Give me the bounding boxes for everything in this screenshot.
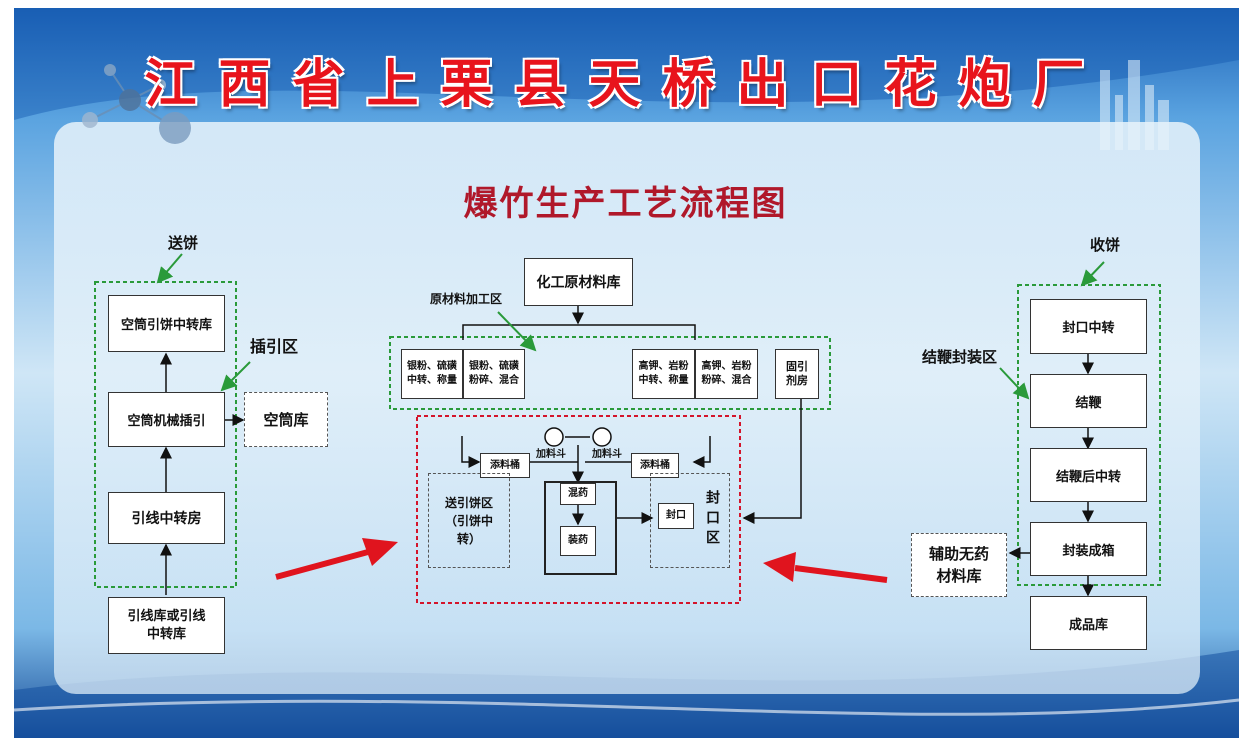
box-yinfen-zhuanzhuan: 银粉、硫磺中转、称量 [401,349,463,399]
box-huagong-yuancailiao-ku: 化工原材料库 [524,258,633,306]
box-guyinji-fang: 固引剂房 [775,349,819,399]
label-shou-bing: 收饼 [1090,236,1121,254]
zone-fengkou-qu [650,473,730,568]
box-yinxian-ku: 引线库或引线中转库 [108,597,225,654]
box-fengzhuang-chengxiang: 封装成箱 [1030,522,1147,576]
label-cha-yin-qu: 插引区 [250,337,299,356]
diagram-title: 爆竹生产工艺流程图 [463,184,788,224]
box-chengpin-ku: 成品库 [1030,596,1147,650]
box-gaojia-zhuanzhuan: 高钾、岩粉中转、称量 [632,349,695,399]
box-yinxian-zhuanfang: 引线中转房 [108,492,225,544]
label-fengkou-qu: 封口区 [704,490,720,550]
label-jialiaodou-right: 加料斗 [592,449,622,460]
label-song-bing: 送饼 [168,234,199,252]
box-jiebian-hou-zhuanzhuan: 结鞭后中转 [1030,448,1147,502]
label-jiebian-fengzhuang-qu: 结鞭封装区 [922,348,998,366]
box-songyin-bing-qu: 送引饼区（引饼中转） [428,473,510,568]
box-kongtong-yinbing-zhuanku: 空筒引饼中转库 [108,295,225,352]
box-zhuangyao: 装药 [560,526,596,556]
label-yuancailiao-qu: 原材料加工区 [430,292,503,306]
box-fuzhu-wuyao-cailiaoku: 辅助无药材料库 [911,533,1007,597]
box-yinfen-fensui: 银粉、硫磺粉碎、混合 [463,349,525,399]
box-fengkou: 封口 [658,503,694,529]
label-jialiaodou-left: 加料斗 [536,449,566,460]
box-hunyao: 混药 [560,483,596,505]
box-kongtong-jixie-chayin: 空筒机械插引 [108,392,225,447]
box-jiebian: 结鞭 [1030,374,1147,428]
box-fengkou-zhuanzhuan: 封口中转 [1030,299,1147,354]
box-hunyao-zhuangyao-group [544,481,617,575]
box-kongtong-ku: 空筒库 [244,392,328,447]
box-gaojia-fensui: 高钾、岩粉粉碎、混合 [695,349,758,399]
factory-name: 江西省上栗县天桥出口花炮厂 [144,55,1107,115]
